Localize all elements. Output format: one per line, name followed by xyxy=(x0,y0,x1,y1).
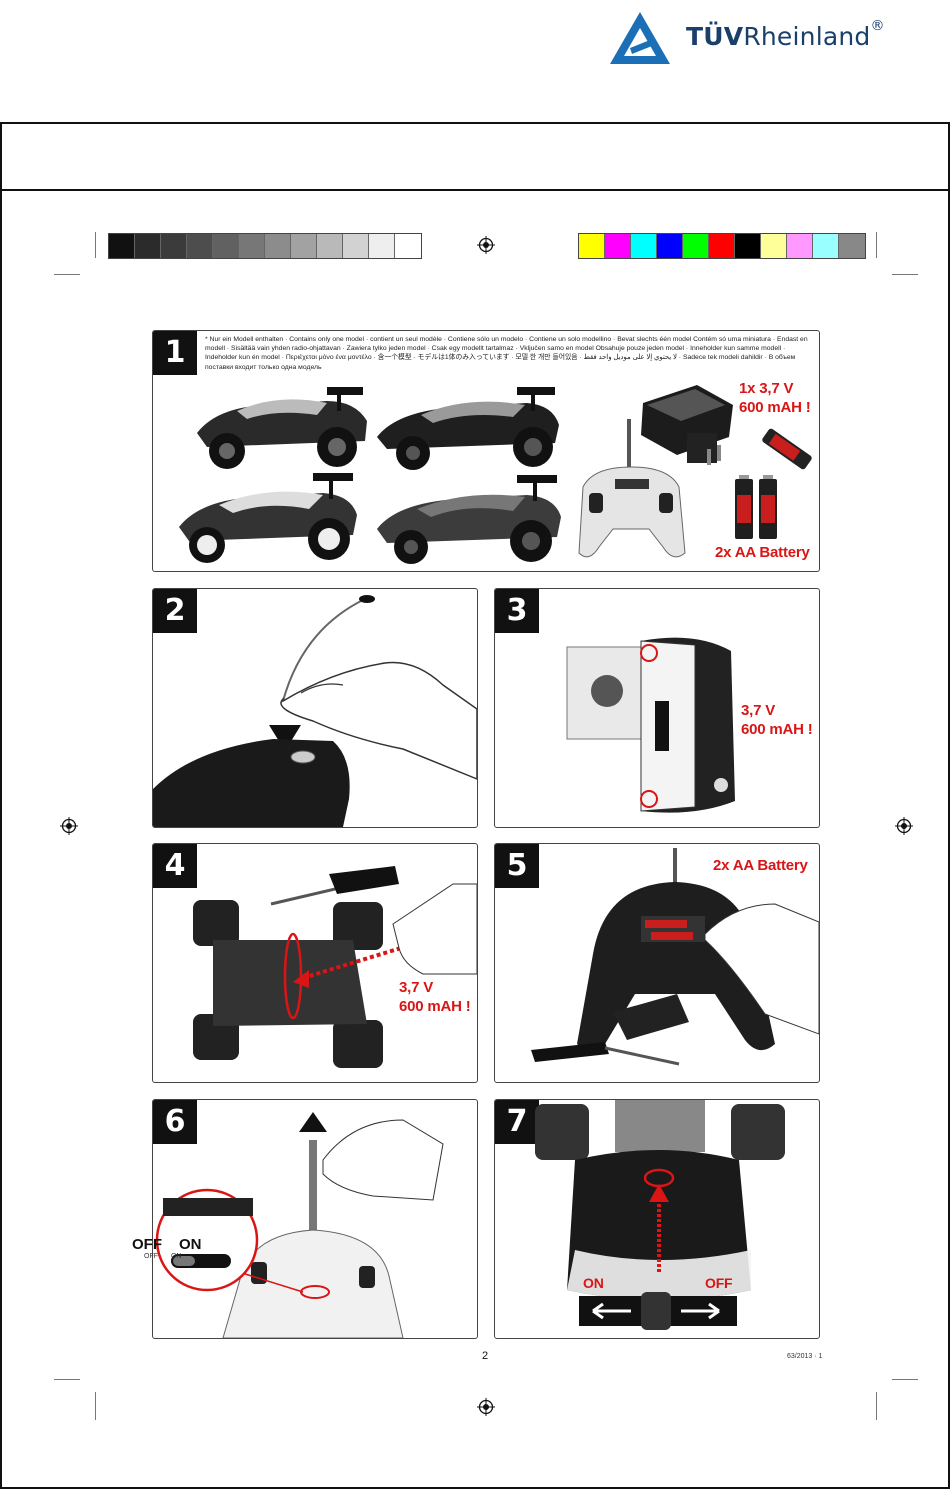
color-swatch xyxy=(683,234,709,258)
step-number: 4 xyxy=(153,844,197,888)
tuv-wordmark: TÜVRheinland® xyxy=(686,18,885,51)
color-swatch xyxy=(657,234,683,258)
color-swatch xyxy=(291,234,317,258)
switch-on-small-label: ON xyxy=(171,1253,182,1260)
step-number: 3 xyxy=(495,589,539,633)
color-swatch xyxy=(761,234,787,258)
remote-battery-insert-illustration-icon xyxy=(531,848,819,1066)
color-swatch xyxy=(135,234,161,258)
remote-battery-label: 2x AA Battery xyxy=(713,857,808,874)
tuv-logo: TÜVRheinland® xyxy=(608,8,928,68)
tuv-triangle-icon xyxy=(610,12,670,64)
crop-mark xyxy=(54,1379,80,1380)
step-number: 5 xyxy=(495,844,539,888)
color-swatch xyxy=(213,234,239,258)
crop-mark xyxy=(95,232,96,258)
battery-insert-car-illustration-icon xyxy=(193,866,477,1068)
switch-on-label: ON xyxy=(583,1275,604,1291)
aa-battery-label: 2x AA Battery xyxy=(715,544,810,561)
car-battery-label: 3,7 V 600 mAH ! xyxy=(399,979,471,1015)
color-swatch xyxy=(579,234,605,258)
buggy-illustration-icon xyxy=(179,473,357,563)
power-on-remote-illustration-icon xyxy=(155,1112,444,1338)
color-swatch xyxy=(265,234,291,258)
color-swatch xyxy=(813,234,839,258)
switch-on-label: ON xyxy=(179,1236,202,1253)
single-model-note: * Nur ein Modell enthalten · Contains on… xyxy=(205,336,808,371)
color-swatch xyxy=(109,234,135,258)
color-swatch xyxy=(369,234,395,258)
process-color-bar xyxy=(578,233,866,259)
charger-spec-label: 3,7 V 600 mAH ! xyxy=(741,702,813,738)
charger-battery-label: 1x 3,7 V 600 mAH ! xyxy=(739,380,811,416)
switch-off-small-label: OFF xyxy=(144,1253,158,1260)
aa-battery-icon xyxy=(735,475,777,539)
step-number: 1 xyxy=(153,331,197,375)
color-swatch xyxy=(631,234,657,258)
color-swatch xyxy=(735,234,761,258)
step-3-panel: 3 3,7 V 600 mAH ! xyxy=(494,588,820,828)
switch-off-label: OFF xyxy=(705,1275,733,1291)
buggy-illustration-icon xyxy=(377,387,559,470)
registration-mark-icon xyxy=(60,817,78,835)
color-swatch xyxy=(839,234,865,258)
color-swatch xyxy=(709,234,735,258)
color-swatch xyxy=(343,234,369,258)
registration-mark-icon xyxy=(895,817,913,835)
switch-off-label: OFF xyxy=(132,1236,162,1253)
remote-control-icon xyxy=(578,419,686,558)
crop-mark xyxy=(54,274,80,275)
step-number: 7 xyxy=(495,1100,539,1144)
grayscale-color-bar xyxy=(108,233,422,259)
step-1-panel: 1 * Nur ein Modell enthalten · Contains … xyxy=(152,330,820,572)
charger-wall-plug-icon xyxy=(566,637,735,813)
step-number: 6 xyxy=(153,1100,197,1144)
color-swatch xyxy=(317,234,343,258)
color-swatch xyxy=(787,234,813,258)
step-4-panel: 4 3,7 V 600 mAH ! xyxy=(152,843,478,1083)
registration-mark-icon xyxy=(477,236,495,254)
charger-icon xyxy=(641,385,733,465)
color-swatch xyxy=(161,234,187,258)
car-power-switch-illustration-icon xyxy=(535,1100,785,1330)
registration-mark-icon xyxy=(477,1398,495,1416)
step-5-panel: 5 2x AA Battery xyxy=(494,843,820,1083)
color-swatch xyxy=(395,234,421,258)
step-6-panel: 6 xyxy=(152,1099,478,1339)
crop-mark xyxy=(876,232,877,258)
color-swatch xyxy=(239,234,265,258)
antenna-insert-illustration-icon xyxy=(153,595,477,827)
step-7-panel: 7 ON OFF xyxy=(494,1099,820,1339)
header-divider xyxy=(0,189,950,191)
step-2-panel: 2 xyxy=(152,588,478,828)
crop-mark xyxy=(95,1392,96,1420)
buggy-illustration-icon xyxy=(197,387,367,469)
color-swatch xyxy=(187,234,213,258)
crop-mark xyxy=(892,1379,918,1380)
lipo-battery-icon xyxy=(762,428,812,470)
document-code: 63/2013 · 1 xyxy=(787,1353,823,1360)
crop-mark xyxy=(876,1392,877,1420)
crop-mark xyxy=(892,274,918,275)
buggy-illustration-icon xyxy=(377,475,561,564)
page-number: 2 xyxy=(482,1350,489,1362)
step-number: 2 xyxy=(153,589,197,633)
color-swatch xyxy=(605,234,631,258)
